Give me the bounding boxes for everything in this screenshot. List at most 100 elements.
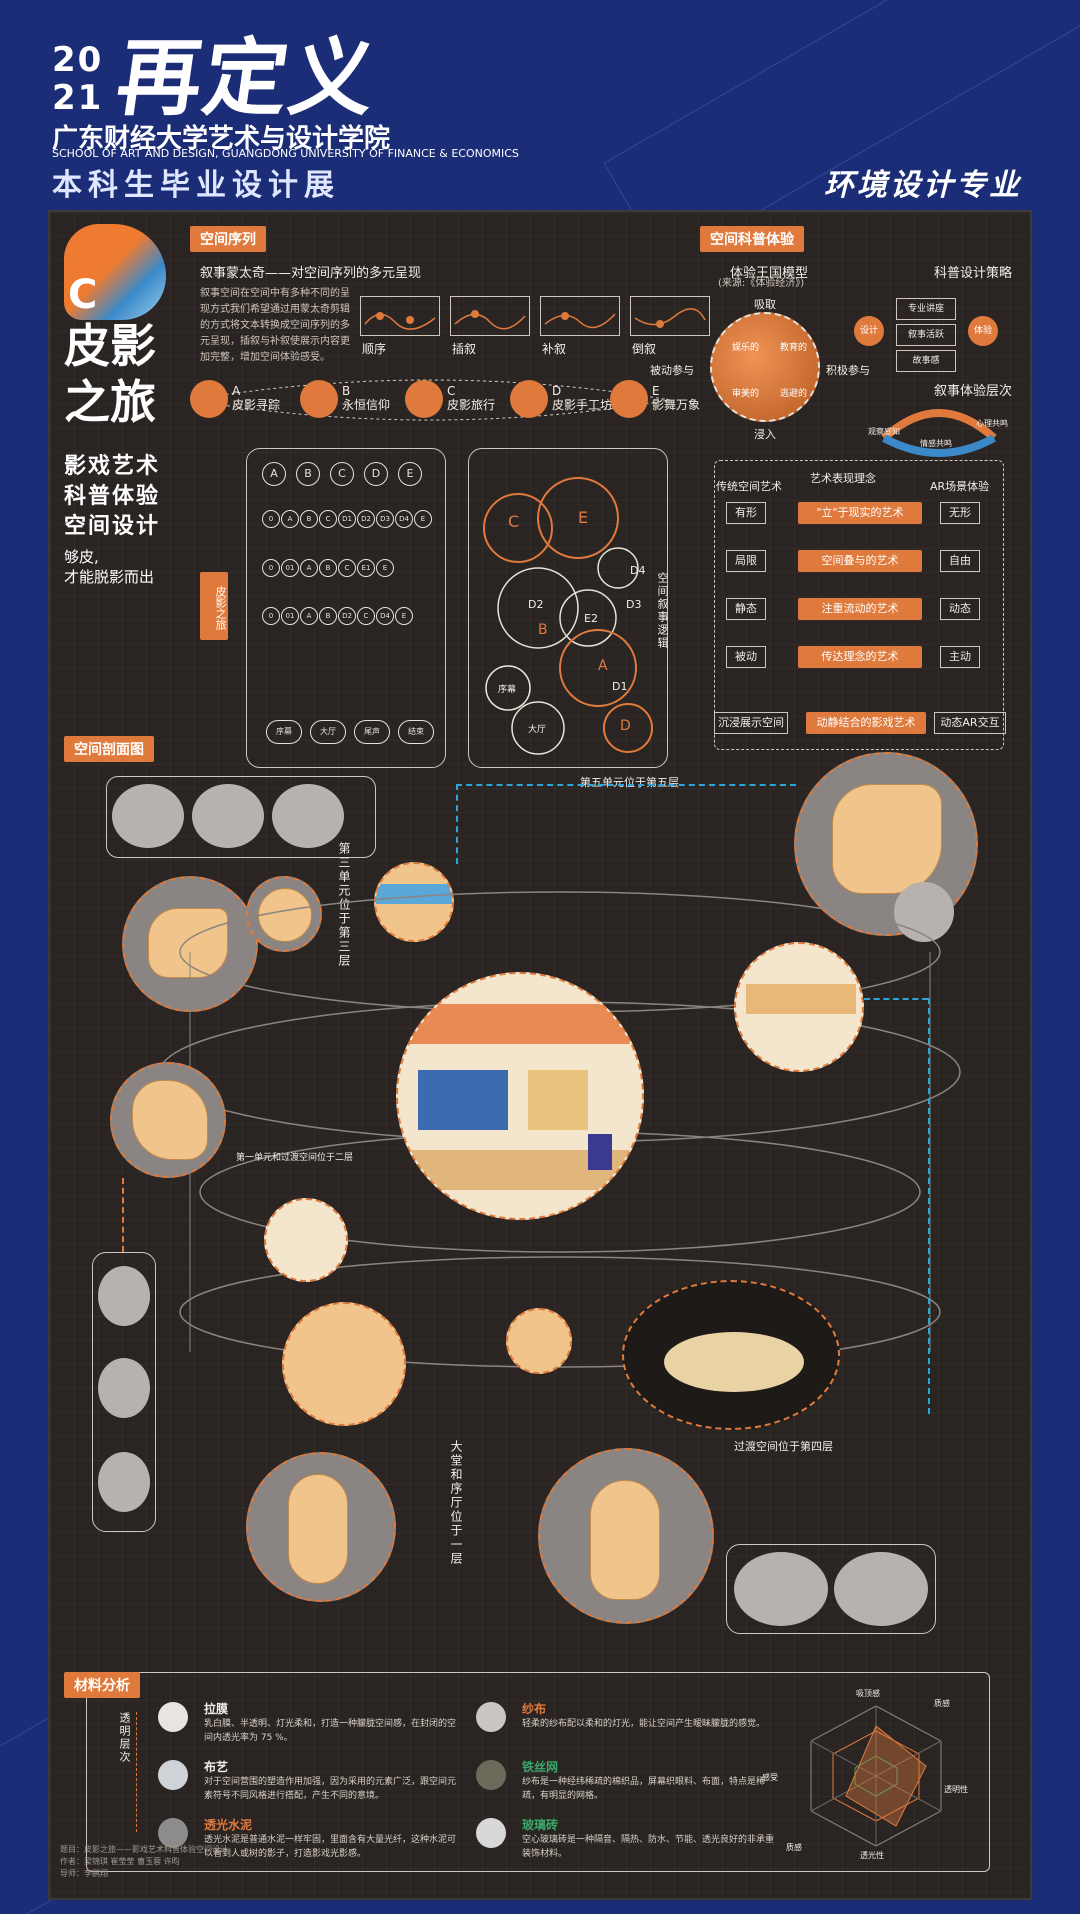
art-concept-panel: [714, 460, 1004, 750]
material-description: 透光水泥是普通水泥一样牢固，里面含有大量光纤，这种水泥可以看到人或树的影子，打造…: [204, 1835, 457, 1859]
step-name: 皮影手工坊: [552, 398, 613, 412]
transition-plan-bubble: [538, 1448, 714, 1624]
art-concept-right: 动态: [940, 598, 980, 620]
material-swatch: [476, 1702, 506, 1732]
narrative-node: A: [300, 607, 318, 626]
material-swatch: [476, 1818, 506, 1848]
exhibition-title: 本科生毕业设计展: [52, 168, 340, 203]
materials-axis-line: [136, 1712, 137, 1832]
step-letter: D: [552, 384, 562, 398]
sequence-type-label: 补叙: [542, 342, 567, 356]
steps-connector: [189, 379, 671, 421]
bubble-label: D: [620, 718, 631, 734]
unit1-model-column: [92, 1252, 156, 1532]
note-fourth-floor: 过渡空间位于第四层: [734, 1440, 833, 1453]
project-title: 皮影之旅: [64, 319, 156, 429]
quad-label: 审美的: [732, 389, 760, 399]
narrative-sequence-panel: [246, 448, 446, 768]
bubble-label: B: [538, 622, 548, 638]
art-concept-right: 主动: [940, 646, 980, 668]
step-circle-c: [405, 380, 443, 418]
project-subtitle: 影戏艺术 科普体验 空间设计: [64, 452, 160, 542]
sequence-diagram-daoxu: [630, 296, 710, 336]
note-first-floor: 大堂和序厅位于一层: [449, 1440, 463, 1566]
note-fifth-floor: 第五单元位于第五层: [580, 776, 679, 789]
col-left-title: 传统空间艺术: [716, 480, 782, 493]
material-description: 空心玻璃砖是一种隔音、隔热、防水、节能、透光良好的非承重装饰材料。: [522, 1835, 775, 1859]
narrative-node: E: [398, 462, 422, 486]
strategy-item: 故事感: [896, 350, 956, 372]
quad-label: 教育的: [780, 343, 808, 353]
main-title: 再定义: [111, 29, 383, 127]
bottom-right-tag: 动态AR交互: [934, 712, 1006, 734]
sequence-body: 叙事空间在空间中有多种不同的呈现方式我们希望通过用蒙太奇剪辑的方式将文本转换成空…: [200, 288, 350, 363]
narrative-node: B: [319, 607, 337, 626]
narrative-node: D1: [338, 510, 356, 529]
art-concept-left: 局限: [726, 550, 766, 572]
strategy-item: 专业讲座: [896, 298, 956, 320]
step-circle-e: [610, 380, 648, 418]
bubble-label: D2: [528, 598, 544, 611]
narrative-node: D4: [376, 607, 394, 626]
unit-model-thumb: [192, 784, 264, 848]
section-label-profile: 空间剖面图: [64, 736, 154, 762]
quad-label: 娱乐的: [732, 343, 760, 353]
narrative-node: A: [300, 558, 318, 577]
major-title: 环境设计专业: [824, 168, 1022, 203]
connector-line: [456, 784, 458, 864]
credit-title: 题目：皮影之旅——影戏艺术科普体验空间设计: [60, 1845, 228, 1854]
narrative-node: E: [376, 558, 394, 577]
subtitle-line: 科普体验: [64, 484, 161, 509]
art-title: 艺术表现理念: [810, 472, 876, 485]
strategy-end: 体验: [968, 316, 998, 346]
section-label-experience: 空间科普体验: [700, 226, 804, 252]
unit-interior-bubble-right: [734, 942, 864, 1072]
narrative-node: B: [300, 510, 318, 529]
sequence-type-label: 倒叙: [632, 342, 657, 356]
step-letter: E: [652, 384, 660, 398]
bubble-label: C: [508, 512, 520, 531]
narrative-node: D: [364, 462, 388, 486]
axis-left: 被动参与: [650, 364, 694, 377]
narrative-bottom-node: 序幕: [266, 720, 302, 744]
narrative-node: A: [262, 462, 286, 486]
central-interior-bubble: [396, 972, 644, 1220]
school-name-cn: 广东财经大学艺术与设计学院: [52, 124, 391, 154]
logo-mark: [64, 224, 166, 320]
poster-board: C 皮影之旅 影戏艺术 科普体验 空间设计 够皮, 才能脱影而出 空间序列 叙事…: [48, 210, 1032, 1900]
axis-top: 吸取: [754, 298, 776, 311]
materials-panel: [86, 1672, 990, 1872]
unit1-interior-bubble: [264, 1198, 348, 1282]
unit-model-thumb: [112, 784, 184, 848]
unit5-model-thumb: [894, 882, 954, 942]
bubble-label: 序幕: [498, 685, 517, 695]
motto-line: 够皮,: [64, 548, 99, 566]
bottom-mid-tag: 动静结合的影戏艺术: [806, 712, 926, 734]
lobby-interior-bubble: [282, 1302, 406, 1426]
project-motto: 够皮, 才能脱影而出: [64, 547, 154, 587]
step-name: 皮影寻踪: [232, 398, 281, 412]
unit3-interior-bubble: [374, 862, 454, 942]
step-circle-b: [300, 380, 338, 418]
sequence-heading: 叙事蒙太奇——对空间序列的多元呈现: [200, 266, 422, 281]
subtitle-line: 影戏艺术: [64, 454, 161, 479]
bubble-label: E: [578, 508, 589, 527]
step-letter: C: [447, 384, 456, 398]
note-third-floor: 第三单元位于第三层: [337, 842, 351, 968]
subtitle-line: 空间设计: [64, 514, 161, 539]
axis-bottom: 浸入: [754, 428, 776, 441]
strategy-start: 设计: [854, 316, 884, 346]
narrative-node: D2: [357, 510, 375, 529]
radar-label: 感受: [762, 1773, 778, 1782]
materials-radar-chart: [810, 1705, 942, 1847]
credits: 题目：皮影之旅——影戏艺术科普体验空间设计 作者：梁锦琪 崔莹莹 曹玉蓉 许昀 …: [60, 1844, 228, 1880]
transition-model-thumb: [734, 1552, 828, 1626]
sequence-type-label: 顺序: [362, 342, 387, 356]
narrative-node: 0: [262, 510, 280, 529]
art-concept-mid: 空间叠与的艺术: [798, 550, 922, 572]
narrative-bottom-node: 大厅: [310, 720, 346, 744]
narrative-node: D3: [376, 510, 394, 529]
